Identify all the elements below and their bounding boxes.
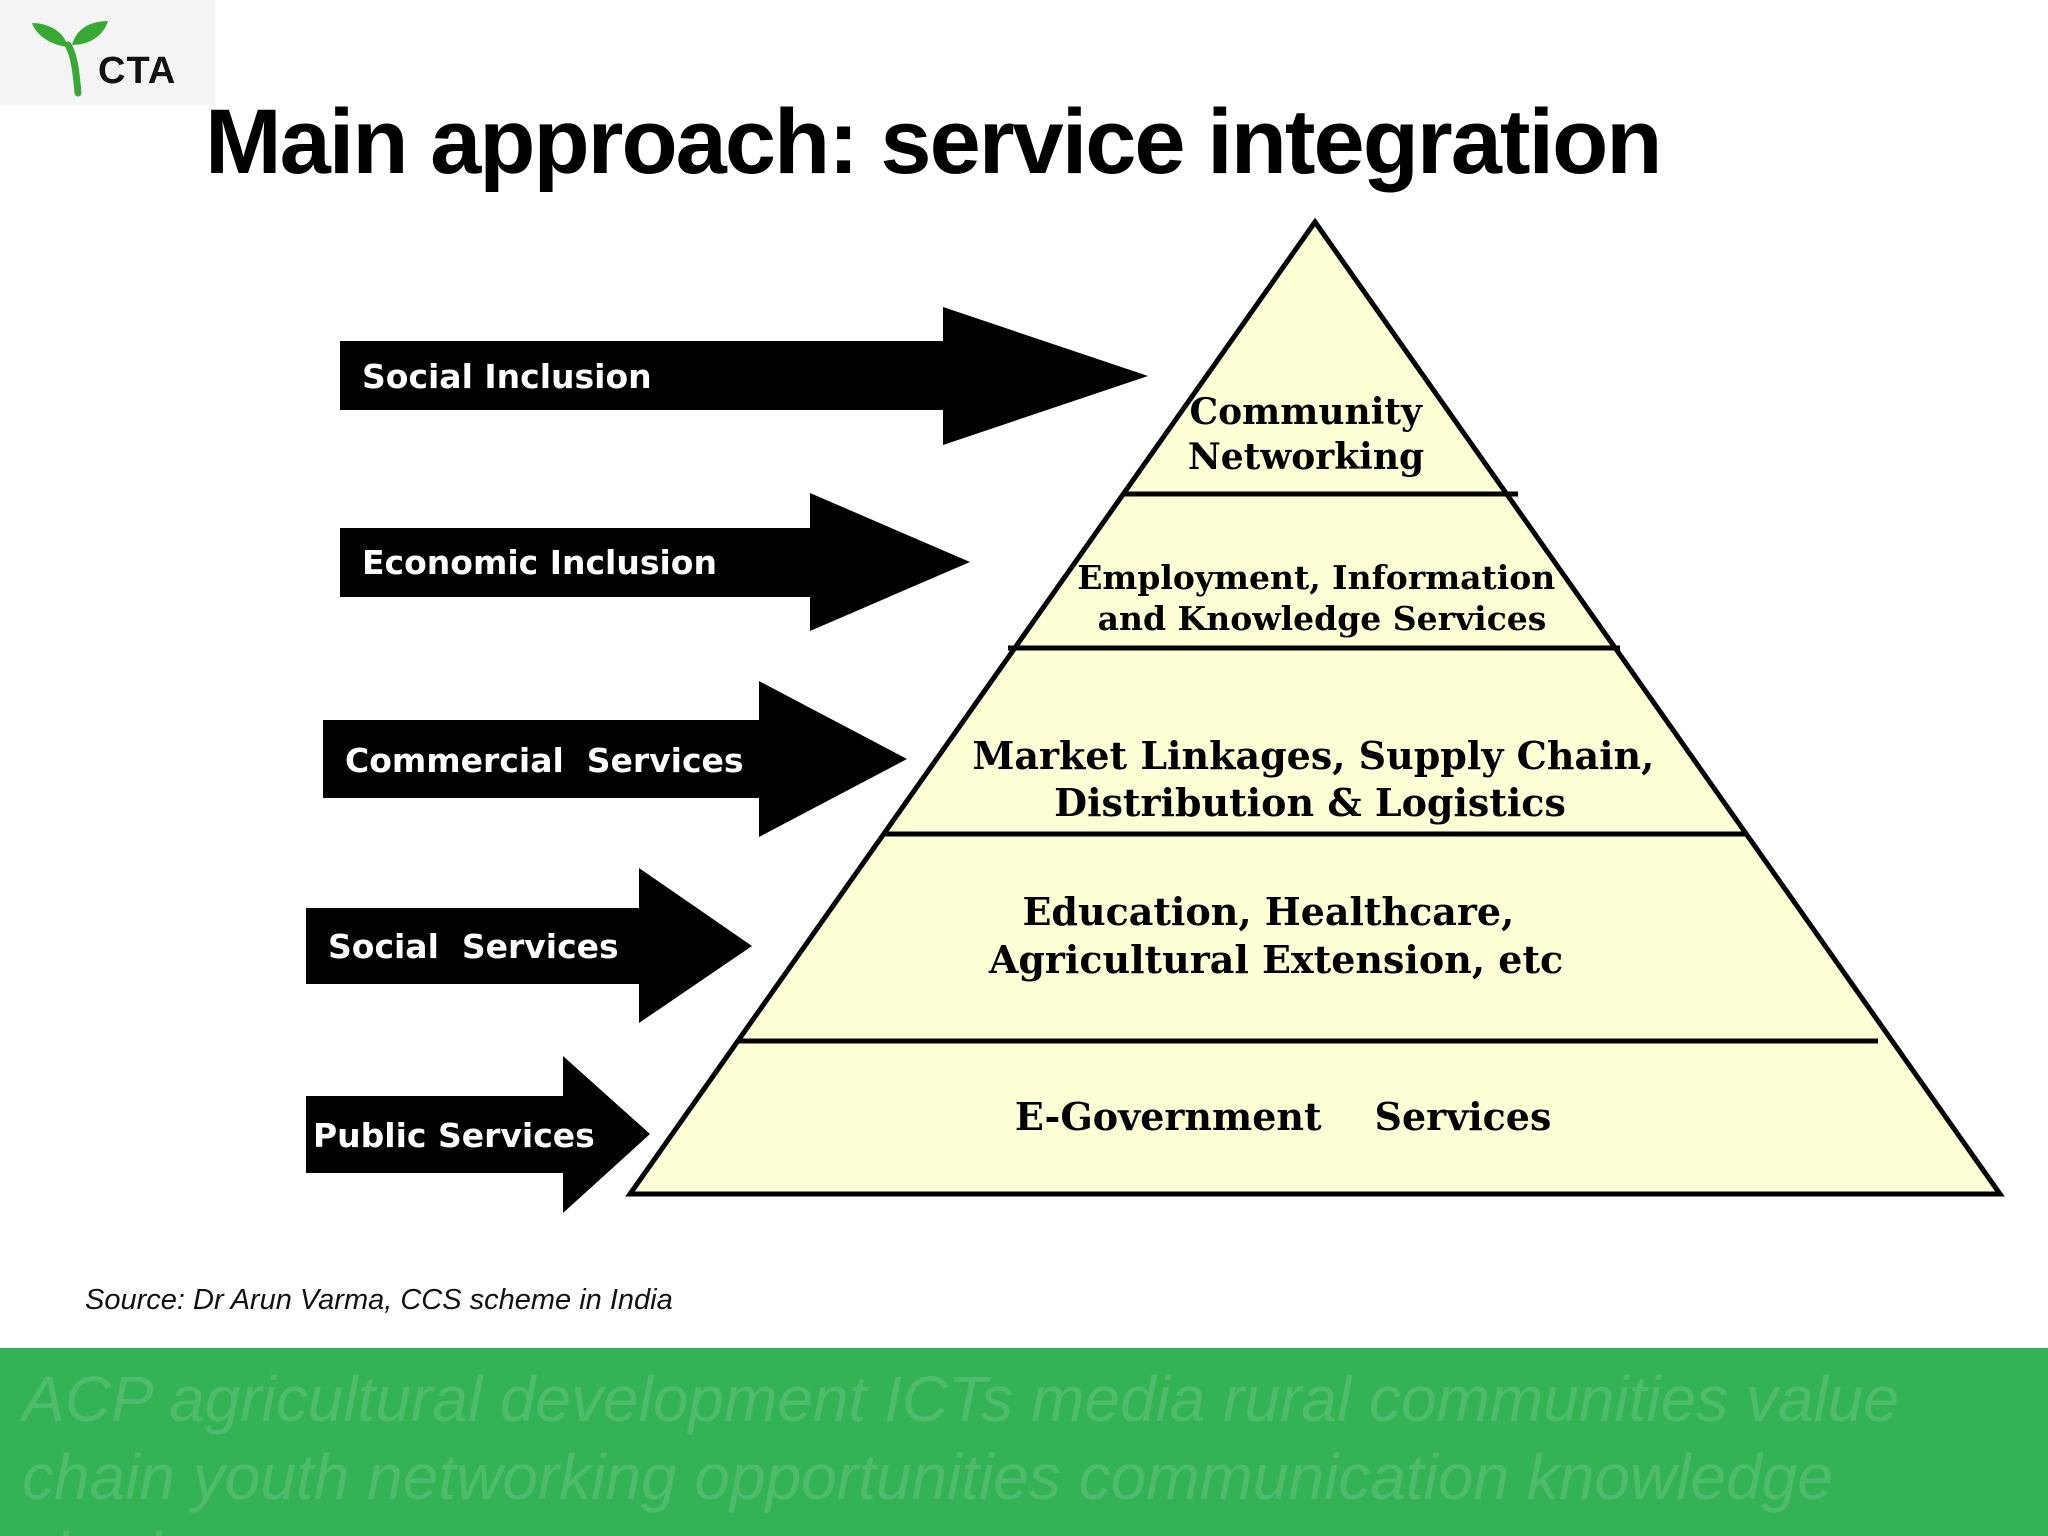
arrow-public-services: Public Services — [306, 1056, 650, 1213]
level-e-government: E-Government Services — [1015, 1094, 1552, 1139]
pyramid-shape — [625, 217, 2005, 1197]
slide-title: Main approach: service integration — [205, 91, 1662, 193]
arrow-label: Public Services — [313, 1116, 595, 1155]
arrow-label: Commercial Services — [345, 741, 744, 780]
source-citation: Source: Dr Arun Varma, CCS scheme in Ind… — [85, 1284, 673, 1316]
arrow-economic-inclusion: Economic Inclusion — [340, 493, 970, 631]
level-education-healthcare: Education, Healthcare, Agricultural Exte… — [988, 889, 1563, 982]
arrow-label: Economic Inclusion — [362, 543, 717, 582]
level-community-networking: Community Networking — [1188, 391, 1435, 478]
arrow-commercial-services: Commercial Services — [323, 681, 907, 837]
arrow-label: Social Inclusion — [362, 357, 652, 396]
footer-watermark-text: ACP agricultural development ICTs media … — [22, 1363, 1899, 1536]
service-integration-diagram: Community Networking Employment, Informa… — [306, 217, 2005, 1213]
sprout-icon — [32, 21, 108, 97]
logo-text: CTA — [98, 50, 177, 92]
footer-banner: ACP agricultural development ICTs media … — [0, 1348, 2048, 1536]
level-market-linkages: Market Linkages, Supply Chain, Distribut… — [972, 733, 1667, 825]
level-employment-information: Employment, Information and Knowledge Se… — [1077, 558, 1567, 638]
cta-logo: CTA — [0, 0, 215, 105]
arrow-label: Social Services — [328, 927, 619, 966]
arrow-social-inclusion: Social Inclusion — [340, 307, 1148, 445]
arrow-social-services: Social Services — [306, 868, 752, 1023]
